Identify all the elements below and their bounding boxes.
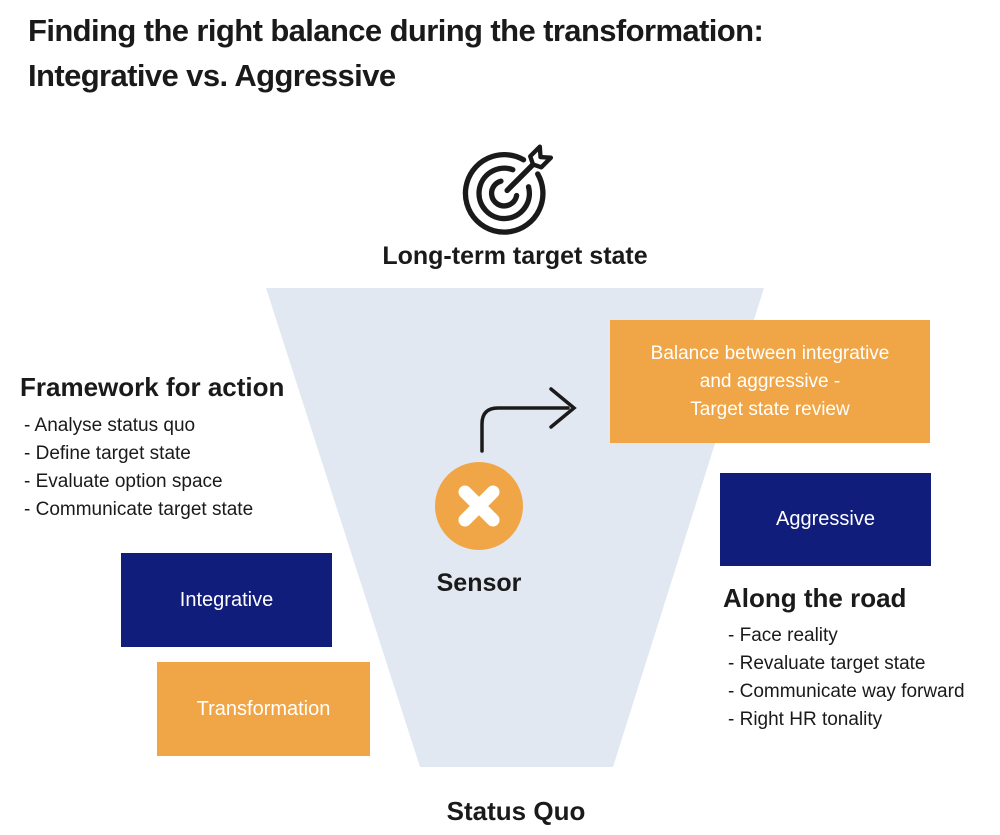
framework-item: - Communicate target state [24, 499, 254, 520]
transformation-box: Transformation [157, 662, 370, 756]
balance-box-line3: Target state review [690, 398, 850, 420]
along-the-road-item: - Face reality [728, 625, 838, 646]
balance-box: Balance between integrative and aggressi… [610, 320, 930, 443]
target-inner-ring [488, 178, 520, 209]
balance-box-line2: and aggressive - [699, 370, 841, 392]
aggressive-box-label: Aggressive [776, 508, 875, 530]
target-outer-ring [462, 151, 546, 235]
target-arrow-fletching [528, 144, 554, 170]
framework-for-action-heading: Framework for action [20, 372, 285, 402]
bullseye-target-icon [462, 144, 554, 235]
transformation-box-label: Transformation [196, 697, 331, 720]
curved-right-arrow-icon [480, 387, 577, 453]
sensor-label: Sensor [436, 569, 522, 597]
integrative-box-label: Integrative [179, 588, 274, 611]
target-middle-ring [476, 165, 532, 222]
framework-item: - Analyse status quo [24, 415, 196, 436]
along-the-road-item: - Right HR tonality [728, 709, 883, 730]
long-term-target-state-label: Long-term target state [382, 242, 648, 270]
framework-bullet-list: - Analyse status quo - Define target sta… [24, 412, 253, 524]
framework-item: - Evaluate option space [24, 471, 223, 492]
slide-title-line2: Integrative vs. Aggressive [28, 58, 396, 93]
slide-title-line1: Finding the right balance during the tra… [28, 13, 764, 48]
x-cross-icon [458, 485, 500, 527]
along-the-road-item: - Revaluate target state [728, 653, 926, 674]
target-arrow-shaft [504, 161, 536, 194]
along-the-road-heading: Along the road [723, 583, 907, 613]
along-the-road-item: - Communicate way forward [728, 681, 965, 702]
aggressive-box: Aggressive [720, 473, 931, 566]
sensor-circle [435, 462, 523, 550]
status-quo-label: Status Quo [446, 796, 586, 826]
slide-title: Finding the right balance during the tra… [28, 8, 928, 98]
integrative-box: Integrative [121, 553, 332, 647]
balance-box-line1: Balance between integrative [650, 342, 890, 364]
along-the-road-bullet-list: - Face reality - Revaluate target state … [728, 622, 965, 734]
framework-item: - Define target state [24, 443, 191, 464]
